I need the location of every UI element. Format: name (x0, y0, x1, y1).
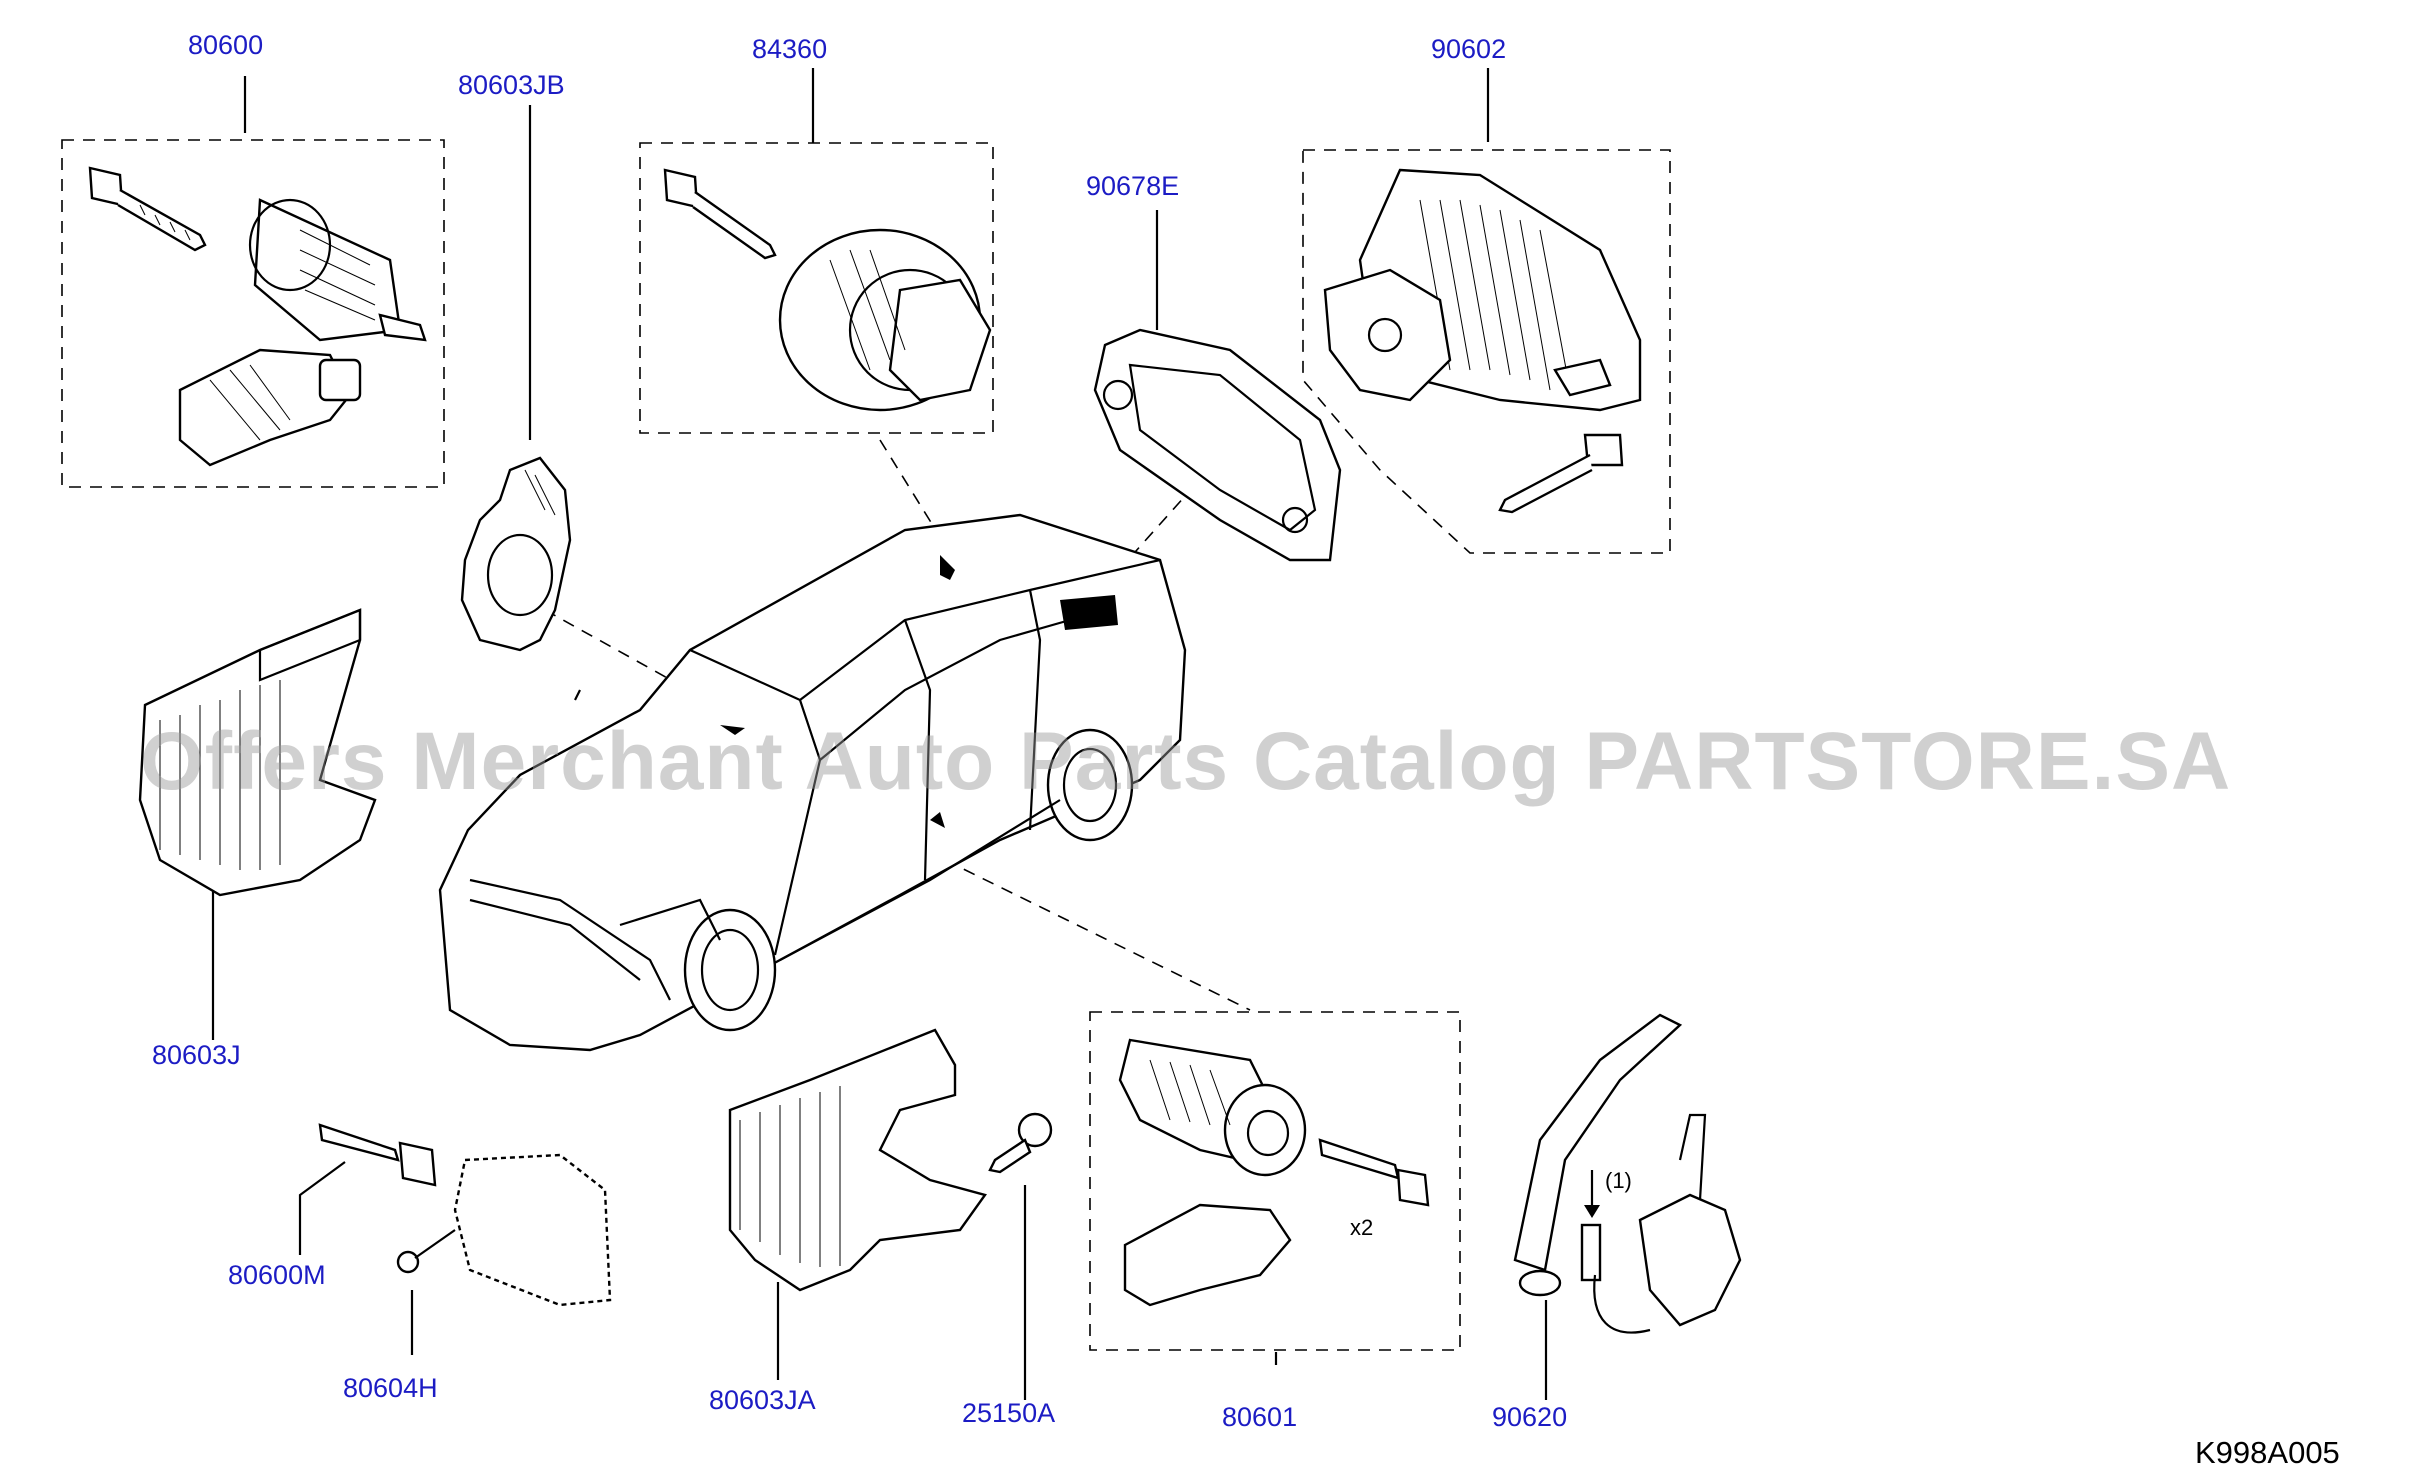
callout-90602[interactable]: 90602 (1431, 34, 1507, 64)
part-80603JB-illustration (460, 456, 572, 652)
callout-80601[interactable]: 80601 (1222, 1402, 1298, 1432)
part-90620-illustration (1513, 1013, 1742, 1334)
diagram-code: K998A005 (2195, 1435, 2340, 1470)
callout-84360[interactable]: 84360 (752, 34, 828, 64)
part-80600-illustration (88, 166, 427, 467)
part-25150A-illustration (988, 1112, 1053, 1174)
part-84360-illustration (663, 168, 992, 412)
group-box-84360 (639, 142, 994, 434)
callout-80603JA[interactable]: 80603JA (709, 1385, 816, 1415)
group-box-80601 (1089, 1011, 1461, 1351)
callout-90620[interactable]: 90620 (1492, 1402, 1568, 1432)
group-box-80600 (61, 139, 445, 488)
part-80604H-illustration (396, 1153, 612, 1307)
callout-90678E[interactable]: 90678E (1086, 171, 1180, 201)
leader-lines (211, 68, 1548, 1400)
part-80603JA-illustration (728, 1028, 987, 1292)
part-90678E-illustration (1093, 328, 1342, 562)
callout-80600[interactable]: 80600 (188, 30, 264, 60)
step-note: (1) (1605, 1168, 1632, 1193)
group-box-90602 (1302, 149, 1671, 554)
callout-80603JB[interactable]: 80603JB (458, 70, 565, 100)
callout-80600M[interactable]: 80600M (228, 1260, 326, 1290)
quantity-note: x2 (1350, 1215, 1374, 1240)
part-80601-illustration (1118, 1038, 1430, 1307)
callout-25150A[interactable]: 25150A (962, 1398, 1056, 1428)
car-illustration (438, 513, 1187, 1052)
callout-80603J[interactable]: 80603J (152, 1040, 241, 1070)
part-80600M-illustration (318, 1123, 437, 1187)
callout-80604H[interactable]: 80604H (343, 1373, 438, 1403)
part-90602-illustration (1323, 168, 1642, 514)
part-80603J-illustration (138, 608, 377, 897)
